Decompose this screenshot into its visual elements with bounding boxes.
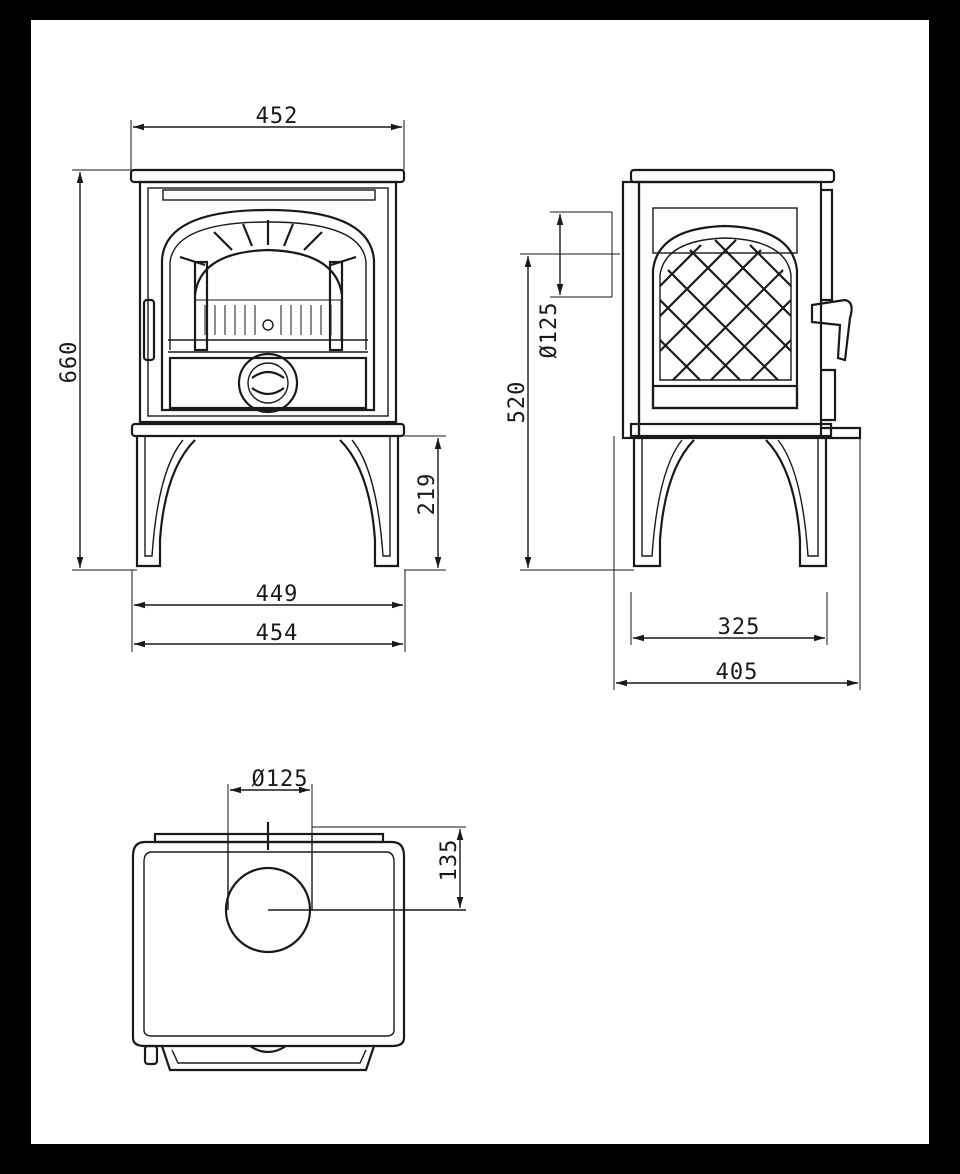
- dim-top-flue-offset: 135: [437, 839, 462, 882]
- technical-drawing: 452 660 219 449 454: [57, 104, 862, 1072]
- side-view: [621, 168, 862, 568]
- door-lattice: [659, 239, 792, 381]
- dim-side-depth-legs: 325: [718, 615, 761, 640]
- dim-front-height-total: 660: [57, 341, 82, 384]
- top-view: [131, 822, 466, 1072]
- dim-front-leg-height: 219: [415, 473, 440, 516]
- grate-bars: [194, 299, 342, 341]
- top-dimensions: Ø125 135: [227, 767, 466, 908]
- dim-side-flue-height: 520: [505, 381, 530, 424]
- dim-front-width-legs: 449: [256, 582, 299, 607]
- front-dimensions: 452 660 219 449 454: [57, 104, 446, 652]
- dim-side-flue-diameter: Ø125: [537, 302, 562, 359]
- dim-side-depth-total: 405: [716, 660, 759, 685]
- dim-top-flue-diameter: Ø125: [252, 767, 309, 792]
- drawing-sheet: 452 660 219 449 454: [31, 20, 929, 1144]
- dim-front-width-base: 454: [256, 621, 299, 646]
- front-view: [129, 168, 406, 568]
- dim-front-width-top: 452: [256, 104, 299, 129]
- side-dimensions: Ø125 520 325 405: [505, 211, 861, 690]
